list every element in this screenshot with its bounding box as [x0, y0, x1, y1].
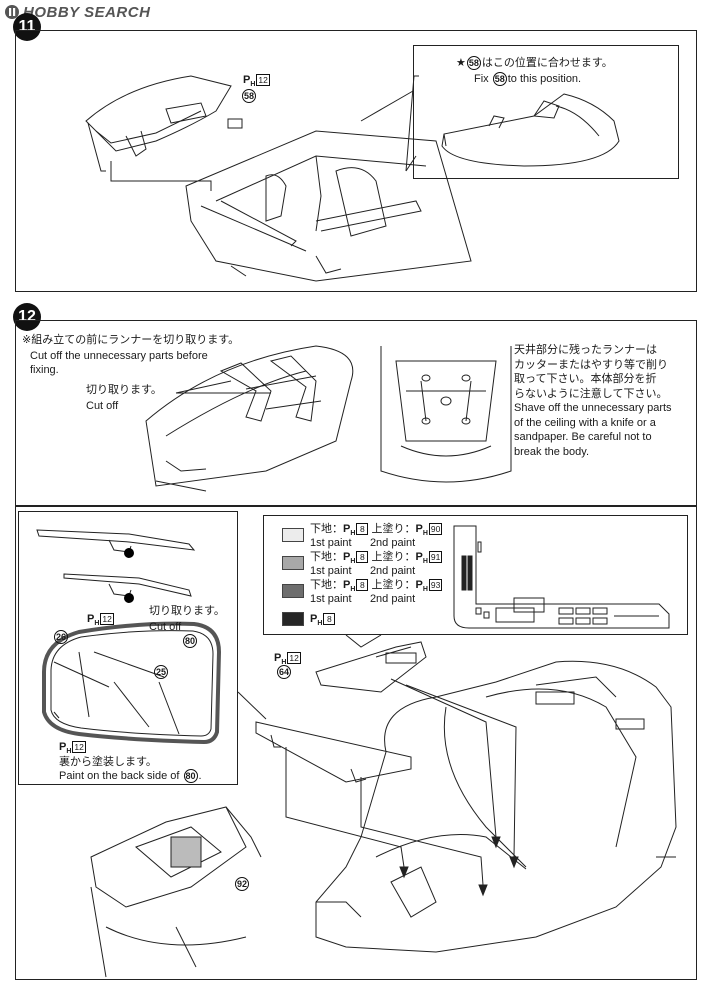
step-12-note-en-1: Cut off the unnecessary parts before	[30, 350, 208, 362]
paint-swatch-4	[282, 612, 304, 626]
step-11-part-58: 58	[241, 89, 257, 104]
step-13-back-jp: 裏から塗装します。	[59, 756, 157, 768]
roof-runner-drawing	[145, 345, 512, 492]
hobby-search-logo: HOBBY SEARCH	[4, 2, 150, 22]
step-13-cut-en: Cut off	[149, 621, 182, 633]
car-body-drawing	[90, 634, 677, 978]
dashboard-drawing	[85, 75, 472, 282]
step-12-cut-jp: 切り取ります。	[86, 384, 162, 396]
paint-swatch-2	[282, 556, 304, 570]
part-92-badge: 92	[235, 877, 249, 892]
paint-legend-row-1-en: 1st paint 2nd paint	[310, 537, 416, 549]
part-26-badge: 26	[54, 630, 68, 645]
paint-legend-row-3-en: 1st paint 2nd paint	[310, 593, 416, 605]
step-12-panel: ※組み立ての前にランナーを切り取ります。 Cut off the unneces…	[15, 320, 697, 506]
detail-dashboard-drawing	[441, 93, 620, 167]
part-25-badge: 25	[154, 665, 168, 680]
step-13-back-en: Paint on the back side of 80.	[59, 769, 202, 784]
paint-swatch-1	[282, 528, 304, 542]
step-12-note-en-2: fixing.	[30, 364, 59, 376]
paint-code-box: 12	[256, 74, 270, 87]
part-80-badge: 80	[183, 634, 197, 649]
logo-text: HOBBY SEARCH	[23, 3, 151, 21]
console-detail-drawing	[453, 525, 670, 629]
inset-pointer	[360, 90, 414, 122]
part-number-badge: 58	[242, 89, 256, 104]
paint-legend-row-2-en: 1st paint 2nd paint	[310, 565, 416, 577]
step-13-cut-jp: 切り取ります。	[149, 605, 225, 617]
paint-swatch-3	[282, 584, 304, 598]
logo-mark-icon	[5, 5, 19, 19]
wiper-drawing	[36, 529, 222, 745]
paint-ph-icon: PH	[243, 74, 256, 89]
step-12-cut-en: Cut off	[86, 400, 119, 412]
step-12-note-jp: ※組み立ての前にランナーを切り取ります。	[22, 334, 240, 346]
part-64-badge: 64	[277, 665, 291, 680]
step-12-note-right: 天井部分に残ったランナーは カッターまたはやすり等で削り 取って下さい。本体部分…	[514, 344, 672, 458]
